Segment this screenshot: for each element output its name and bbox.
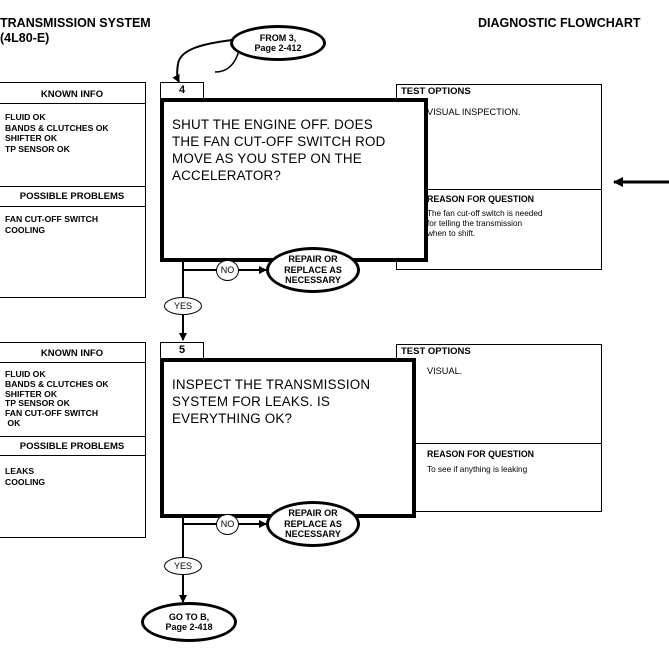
step5-question-box[interactable]: INSPECT THE TRANSMISSION SYSTEM FOR LEAK… (160, 358, 416, 518)
known-info-item: FLUID OK (5, 369, 46, 379)
start-connector[interactable]: FROM 3, Page 2-412 (230, 25, 326, 61)
step5-yes-label: YES (164, 557, 202, 575)
step4-known-info-label: KNOWN INFO (0, 83, 145, 104)
step4-test-options: VISUAL INSPECTION. (427, 107, 521, 117)
question-line: THE FAN CUT-OFF SWITCH ROD (172, 134, 386, 149)
page-title-line1: TRANSMISSION SYSTEM (0, 16, 151, 30)
step4-reason-label: REASON FOR QUESTION (427, 194, 535, 204)
known-info-item: TP SENSOR OK (5, 143, 70, 154)
step4-problems-list: FAN CUT-OFF SWITCH COOLING (0, 207, 145, 235)
step5-number: 5 (160, 342, 204, 359)
step5-reason-label: REASON FOR QUESTION (427, 449, 535, 459)
question-line: SHUT THE ENGINE OFF. DOES (172, 117, 373, 132)
step4-repair-label: REPAIR OR REPLACE AS NECESSARY (284, 254, 342, 286)
problem-item: COOLING (5, 224, 46, 235)
step5-no-label: NO (216, 514, 239, 535)
known-info-item: SHIFTER OK (5, 133, 58, 143)
known-info-item: FAN CUT-OFF SWITCH (5, 408, 99, 419)
step4-question: SHUT THE ENGINE OFF. DOES THE FAN CUT-OF… (172, 116, 386, 184)
step4-number: 4 (160, 82, 204, 99)
known-info-item: SHIFTER OK (5, 388, 58, 399)
step5-info-panel: KNOWN INFO FLUID OK BANDS & CLUTCHES OK … (0, 342, 146, 538)
step4-yes-label: YES (164, 297, 202, 315)
page-title: TRANSMISSION SYSTEM (4L80-E) (0, 16, 151, 46)
end-connector[interactable]: GO TO B, Page 2-418 (141, 602, 237, 642)
problem-item: FAN CUT-OFF SWITCH (5, 214, 99, 224)
known-info-item: BANDS & CLUTCHES OK (5, 122, 109, 133)
step5-repair-action[interactable]: REPAIR OR REPLACE AS NECESSARY (266, 501, 360, 547)
step5-panel-divider (397, 443, 601, 444)
reason-line: when to shift. (427, 229, 476, 239)
question-line: EVERYTHING OK? (172, 411, 293, 426)
flowchart-title: DIAGNOSTIC FLOWCHART (478, 16, 641, 30)
known-info-item: TP SENSOR OK (5, 398, 70, 409)
question-line: ACCELERATOR? (172, 168, 282, 183)
step5-question: INSPECT THE TRANSMISSION SYSTEM FOR LEAK… (172, 376, 370, 427)
problem-item: LEAKS (5, 466, 35, 476)
start-curve (172, 39, 233, 83)
step4-reason: The fan cut-off switch is needed for tel… (427, 209, 542, 240)
known-info-item: FLUID OK (5, 112, 46, 122)
reason-line: The fan cut-off switch is needed (427, 209, 543, 218)
step4-problems-label: POSSIBLE PROBLEMS (0, 186, 145, 207)
step4-info-panel: KNOWN INFO FLUID OK BANDS & CLUTCHES OK … (0, 82, 146, 298)
question-line: INSPECT THE TRANSMISSION (172, 377, 371, 392)
step5-problems-list: LEAKS COOLING (0, 456, 145, 487)
step5-reason: To see if anything is leaking (427, 465, 527, 475)
step5-known-info-label: KNOWN INFO (0, 343, 145, 363)
step4-repair-action[interactable]: REPAIR OR REPLACE AS NECESSARY (266, 247, 360, 293)
step5-test-options: VISUAL. (427, 366, 463, 376)
step4-known-info-list: FLUID OK BANDS & CLUTCHES OK SHIFTER OK … (0, 104, 145, 186)
question-line: SYSTEM FOR LEAKS. IS (172, 394, 331, 409)
reason-line: for telling the transmission (427, 219, 523, 229)
known-info-item: OK (5, 417, 21, 428)
step5-repair-label: REPAIR OR REPLACE AS NECESSARY (284, 508, 342, 540)
reason-line: To see if anything is leaking (427, 465, 528, 474)
step5-options-panel: TEST OPTIONS VISUAL. REASON FOR QUESTION… (396, 344, 602, 512)
step5-problems-label: POSSIBLE PROBLEMS (0, 436, 145, 456)
step5-known-info-list: FLUID OK BANDS & CLUTCHES OK SHIFTER OK … (0, 363, 145, 436)
step4-no-label: NO (216, 260, 239, 281)
step5-test-options-label: TEST OPTIONS (397, 345, 475, 358)
question-line: MOVE AS YOU STEP ON THE (172, 151, 362, 166)
step4-test-options-label: TEST OPTIONS (397, 85, 475, 98)
step4-question-box[interactable]: SHUT THE ENGINE OFF. DOES THE FAN CUT-OF… (160, 98, 428, 262)
step4-panel-divider (397, 189, 601, 190)
known-info-item: BANDS & CLUTCHES OK (5, 378, 109, 389)
page-title-line2: (4L80-E) (0, 31, 50, 45)
start-connector-label: FROM 3, Page 2-412 (254, 32, 302, 54)
step4-options-panel: TEST OPTIONS VISUAL INSPECTION. REASON F… (396, 84, 602, 270)
end-connector-label: GO TO B, Page 2-418 (165, 611, 213, 633)
problem-item: COOLING (5, 476, 46, 487)
